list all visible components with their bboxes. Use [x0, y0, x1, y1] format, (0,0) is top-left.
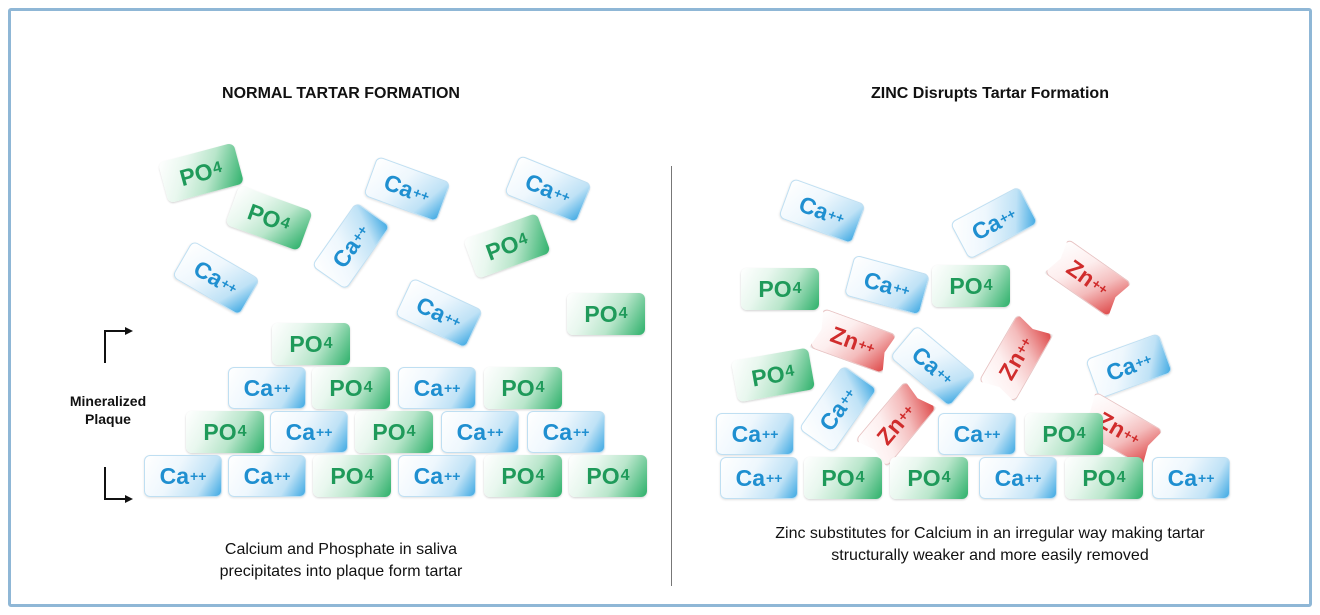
- left-calcium-tile: Ca++: [363, 155, 451, 223]
- left-panel-title: NORMAL TARTAR FORMATION: [222, 85, 460, 102]
- right-calcium-tile: Ca++: [716, 413, 794, 455]
- right-caption: Zinc substitutes for Calcium in an irreg…: [671, 523, 1309, 567]
- left-calcium-tile: Ca++: [144, 455, 222, 497]
- right-panel-title: ZINC Disrupts Tartar Formation: [871, 85, 1109, 102]
- mineralized-plaque-bracket: [104, 327, 133, 503]
- left-calcium-tile: Ca++: [527, 411, 605, 453]
- left-calcium-tile: Ca++: [441, 411, 519, 453]
- right-caption-line-2: structurally weaker and more easily remo…: [831, 547, 1149, 564]
- right-calcium-tile: Ca++: [1085, 332, 1173, 400]
- left-calcium-tile: Ca++: [311, 202, 391, 290]
- left-calcium-tile: Ca++: [228, 367, 306, 409]
- right-calcium-tile: Ca++: [720, 457, 798, 499]
- right-zinc-tile: Zn++: [978, 314, 1053, 403]
- left-caption: Calcium and Phosphate in saliva precipit…: [11, 539, 671, 583]
- left-calcium-tile: Ca++: [394, 277, 484, 349]
- right-calcium-tile: Ca++: [778, 177, 866, 245]
- left-calcium-tile: Ca++: [398, 367, 476, 409]
- right-calcium-tile: Ca++: [949, 186, 1039, 260]
- left-calcium-tile: Ca++: [398, 455, 476, 497]
- right-zinc-tile: Zn++: [809, 308, 897, 374]
- left-calcium-tile: Ca++: [228, 455, 306, 497]
- right-panel: ZINC Disrupts Tartar Formation Ca++Ca++P…: [671, 11, 1309, 604]
- left-caption-line-2: precipitates into plaque form tartar: [219, 563, 463, 580]
- right-calcium-tile: Ca++: [938, 413, 1016, 455]
- left-calcium-tile: Ca++: [171, 240, 261, 316]
- mineralized-plaque-label: Mineralized Plaque: [53, 392, 163, 428]
- panel-divider: [671, 166, 672, 586]
- left-calcium-tile: Ca++: [503, 154, 593, 224]
- right-calcium-tile: Ca++: [979, 457, 1057, 499]
- bracket-label-line-2: Plaque: [85, 411, 131, 427]
- left-calcium-tile: Ca++: [270, 411, 348, 453]
- right-calcium-tile: Ca++: [1152, 457, 1230, 499]
- left-caption-line-1: Calcium and Phosphate in saliva: [224, 541, 458, 558]
- right-zinc-tile: Zn++: [1044, 238, 1132, 317]
- right-calcium-tile: Ca++: [843, 254, 931, 316]
- right-caption-line-1: Zinc substitutes for Calcium in an irreg…: [775, 525, 1205, 542]
- bracket-label-line-1: Mineralized: [69, 393, 147, 409]
